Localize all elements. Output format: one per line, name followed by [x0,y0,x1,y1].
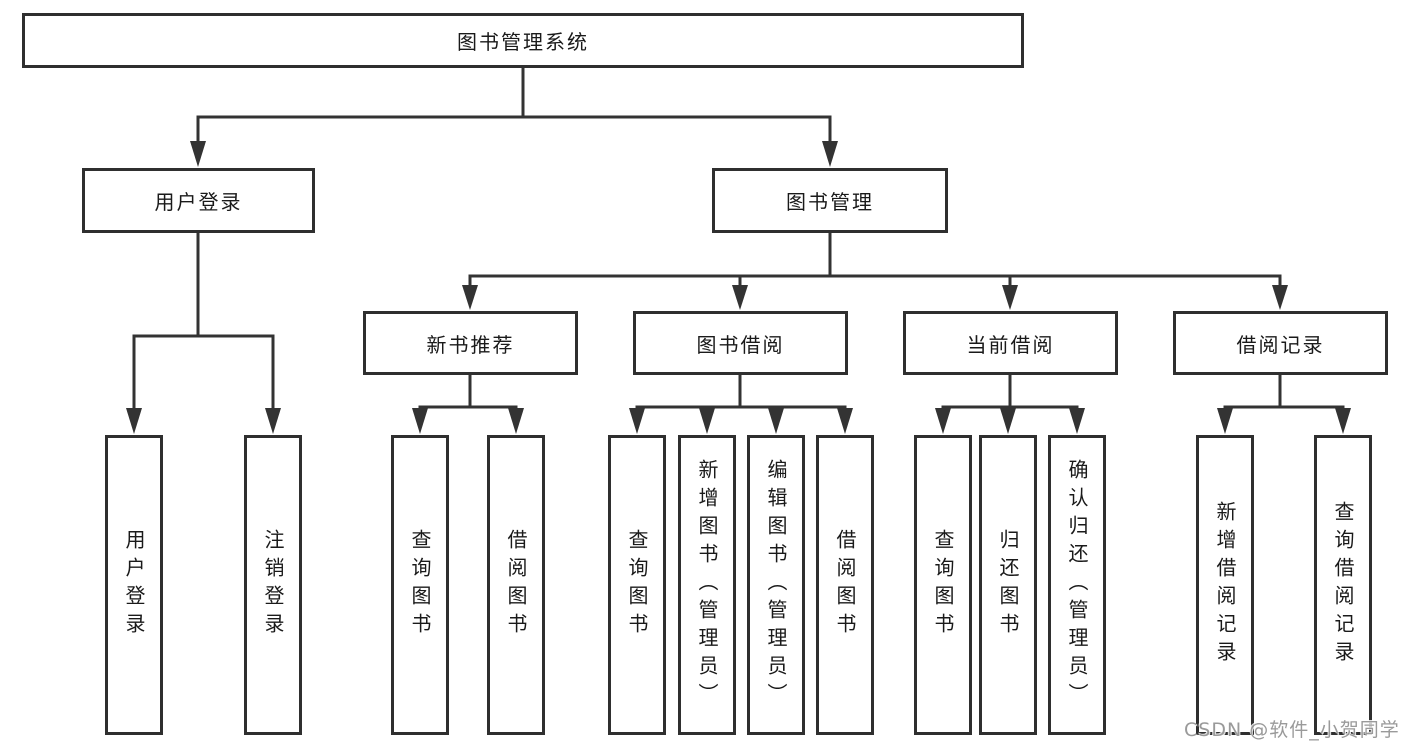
leaf-edit-book-admin-label: 编辑图书（管理员） [764,459,788,711]
node-root-system: 图书管理系统 [22,13,1024,68]
leaf-edit-book-admin: 编辑图书（管理员） [747,435,805,735]
leaf-return-book: 归还图书 [979,435,1037,735]
leaf-add-book-admin-label: 新增图书（管理员） [695,459,719,711]
leaf-user-login-label: 用户登录 [122,529,146,641]
arrowhead-icon [837,408,853,434]
watermark: CSDN @软件_小贺同学 [1184,719,1400,741]
connector-borrow-record-children [1217,373,1351,434]
arrowhead-icon [190,141,206,167]
connector-user-login-children [126,231,281,434]
arrowhead-icon [265,408,281,434]
arrowhead-icon [1217,408,1233,434]
leaf-query-borrow-record: 查询借阅记录 [1314,435,1372,735]
leaf-logout-label: 注销登录 [261,529,285,641]
leaf-query-borrow-record-label: 查询借阅记录 [1331,501,1355,669]
arrowhead-icon [1069,408,1085,434]
node-new-book-recommend: 新书推荐 [363,311,578,375]
node-current-borrow: 当前借阅 [903,311,1118,375]
leaf-borrow-query-book: 查询图书 [608,435,666,735]
arrowhead-icon [935,408,951,434]
leaf-user-login: 用户登录 [105,435,163,735]
arrowhead-icon [462,285,478,310]
connector-book-borrow-children [629,373,853,434]
node-user-login-label: 用户登录 [154,190,243,214]
leaf-borrow-query-book-label: 查询图书 [625,529,649,641]
arrowhead-icon [1000,408,1016,434]
leaf-borrow-book-label: 借阅图书 [833,529,857,641]
leaf-borrow-book: 借阅图书 [816,435,874,735]
connector-current-borrow-children [935,373,1085,434]
leaf-confirm-return-admin: 确认归还（管理员） [1048,435,1106,735]
arrowhead-icon [732,285,748,310]
connector-root-to-level2 [190,66,838,167]
arrowhead-icon [822,141,838,167]
leaf-confirm-return-admin-label: 确认归还（管理员） [1065,459,1089,711]
leaf-recommend-query-book-label: 查询图书 [408,529,432,641]
leaf-current-query-book-label: 查询图书 [931,529,955,641]
arrowhead-icon [1002,285,1018,310]
connector-book-management-to-level3 [462,231,1288,310]
node-user-login: 用户登录 [82,168,315,233]
arrowhead-icon [699,408,715,434]
leaf-add-borrow-record-label: 新增借阅记录 [1213,501,1237,669]
leaf-return-book-label: 归还图书 [996,529,1020,641]
node-borrow-record-label: 借阅记录 [1236,332,1325,357]
leaf-add-book-admin: 新增图书（管理员） [678,435,736,735]
leaf-recommend-borrow-book-label: 借阅图书 [504,529,528,641]
node-current-borrow-label: 当前借阅 [966,332,1055,357]
node-root-label: 图书管理系统 [457,30,589,54]
leaf-add-borrow-record: 新增借阅记录 [1196,435,1254,735]
arrowhead-icon [1335,408,1351,434]
connector-new-book-recommend-children [412,373,524,434]
node-borrow-record: 借阅记录 [1173,311,1388,375]
node-new-book-recommend-label: 新书推荐 [426,332,515,357]
leaf-recommend-query-book: 查询图书 [391,435,449,735]
node-book-management: 图书管理 [712,168,948,233]
leaf-current-query-book: 查询图书 [914,435,972,735]
leaf-logout: 注销登录 [244,435,302,735]
arrowhead-icon [1272,285,1288,310]
arrowhead-icon [768,408,784,434]
node-book-borrow: 图书借阅 [633,311,848,375]
arrowhead-icon [508,408,524,434]
node-book-borrow-label: 图书借阅 [696,332,785,357]
arrowhead-icon [629,408,645,434]
node-book-management-label: 图书管理 [786,190,874,214]
arrowhead-icon [412,408,428,434]
arrowhead-icon [126,408,142,434]
leaf-recommend-borrow-book: 借阅图书 [487,435,545,735]
